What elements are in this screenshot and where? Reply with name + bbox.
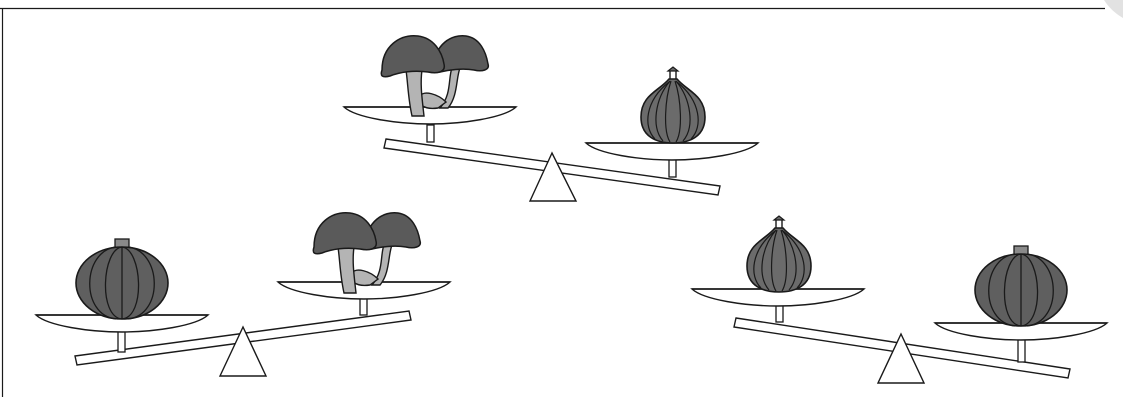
page-corner-shade xyxy=(1104,0,1123,18)
onion-icon xyxy=(746,215,812,293)
right-pan xyxy=(585,142,759,161)
pan-post xyxy=(426,124,435,143)
scale-bottom-right xyxy=(691,215,1108,384)
mushroom-icon xyxy=(380,35,490,117)
left-pan xyxy=(343,106,517,125)
fulcrum-icon xyxy=(876,332,926,384)
fulcrum-icon xyxy=(528,151,578,202)
onion-icon xyxy=(640,66,706,144)
scale-top xyxy=(343,35,759,202)
pumpkin-icon xyxy=(974,245,1068,327)
fulcrum-icon xyxy=(218,325,268,377)
pumpkin-icon xyxy=(75,238,169,320)
mushroom-icon xyxy=(312,212,422,294)
scale-bottom-left xyxy=(35,212,451,377)
